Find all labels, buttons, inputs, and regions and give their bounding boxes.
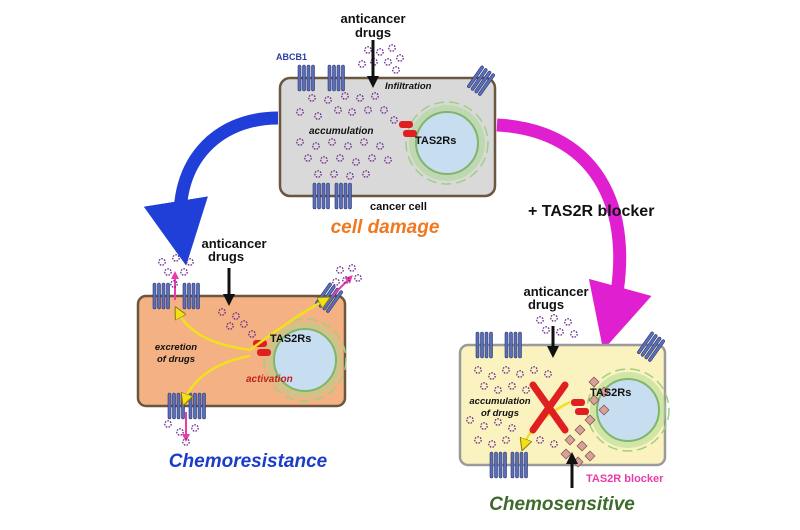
abcb1-label: ABCB1 bbox=[276, 52, 307, 62]
activation-label: activation bbox=[246, 374, 293, 385]
right-accumulation-label-2: of drugs bbox=[481, 408, 519, 419]
top-drugs-label-2: drugs bbox=[355, 25, 391, 40]
top-accumulation-label: accumulation bbox=[309, 126, 373, 137]
top-receptor-label: TAS2Rs bbox=[415, 135, 456, 147]
right-drugs-label-1: anticancer bbox=[523, 284, 588, 299]
blocked-cross-icon bbox=[529, 381, 569, 434]
arrow-to-chemosensitive bbox=[496, 118, 652, 351]
infiltration-label: Infiltration bbox=[385, 81, 432, 92]
blocker-arrow-label: + TAS2R blocker bbox=[528, 203, 654, 220]
right-drugs-label-2: drugs bbox=[528, 297, 564, 312]
left-drugs-label-1: anticancer bbox=[201, 236, 266, 251]
excretion-label-2: of drugs bbox=[157, 354, 195, 365]
arrow-to-chemoresistance bbox=[143, 111, 279, 266]
right-accumulation-label-1: accumulation bbox=[469, 396, 530, 407]
top-cancer-cell bbox=[278, 40, 497, 210]
chemosensitive-caption: Chemosensitive bbox=[489, 494, 635, 515]
cell-damage-caption: cell damage bbox=[331, 217, 440, 238]
left-drugs-label-2: drugs bbox=[208, 249, 244, 264]
chemoresistance-caption: Chemoresistance bbox=[169, 451, 328, 472]
chemoresistant-cell bbox=[136, 254, 362, 446]
top-drugs-label-1: anticancer bbox=[340, 11, 405, 26]
excretion-label-1: excretion bbox=[155, 342, 197, 353]
cancer-cell-label: cancer cell bbox=[370, 201, 427, 213]
tas2r-blocker-label: TAS2R blocker bbox=[586, 473, 664, 485]
right-receptor-label: TAS2Rs bbox=[590, 387, 631, 399]
left-receptor-label: TAS2Rs bbox=[270, 333, 311, 345]
chemosensitive-cell bbox=[458, 314, 670, 488]
